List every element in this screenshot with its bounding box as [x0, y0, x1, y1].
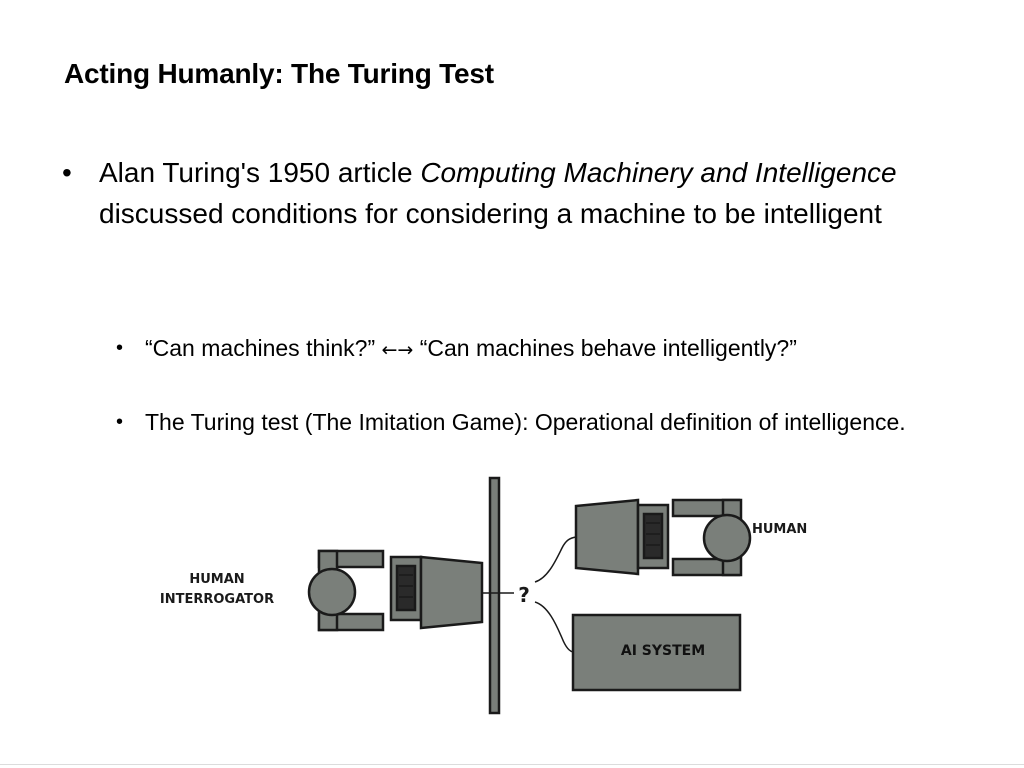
ai-system-box	[571, 613, 742, 692]
main-bullet-part1: Alan Turing's 1950 article	[99, 157, 421, 188]
bullet-dot-icon: •	[116, 337, 124, 359]
bullet-dot-icon: •	[62, 157, 72, 188]
question-mark: ?	[518, 583, 530, 607]
sub-bullet-text: The Turing test (The Imitation Game): Op…	[145, 409, 906, 435]
connection-lines	[482, 536, 577, 653]
main-bullet-text: Alan Turing's 1950 article Computing Mac…	[99, 152, 919, 234]
article-title: Computing Machinery and Intelligence	[420, 157, 897, 188]
sub-bullet-1-part2: “Can machines behave intelligently?”	[413, 335, 797, 361]
sub-bullet-1-part1: “Can machines think?”	[145, 335, 382, 361]
human-figure-icon	[671, 498, 752, 577]
bottom-divider	[0, 764, 1024, 765]
interrogator-label-line2: INTERROGATOR	[160, 592, 274, 607]
separating-wall	[488, 476, 501, 715]
interrogator-label-line1: HUMAN	[189, 572, 244, 587]
main-bullet-part2: discussed conditions for considering a m…	[99, 198, 882, 229]
human-label: HUMAN	[752, 522, 807, 537]
double-arrow-icon: ←→	[381, 339, 414, 361]
ai-system-label: AI SYSTEM	[621, 643, 705, 659]
interrogator-terminal-icon	[389, 555, 484, 630]
sub-bullet-text: “Can machines think?” ←→ “Can machines b…	[145, 332, 945, 367]
slide-title: Acting Humanly: The Turing Test	[64, 58, 494, 89]
bullet-dot-icon: •	[116, 411, 124, 433]
human-terminal-icon	[574, 498, 670, 576]
interrogator-figure-icon	[307, 549, 385, 632]
